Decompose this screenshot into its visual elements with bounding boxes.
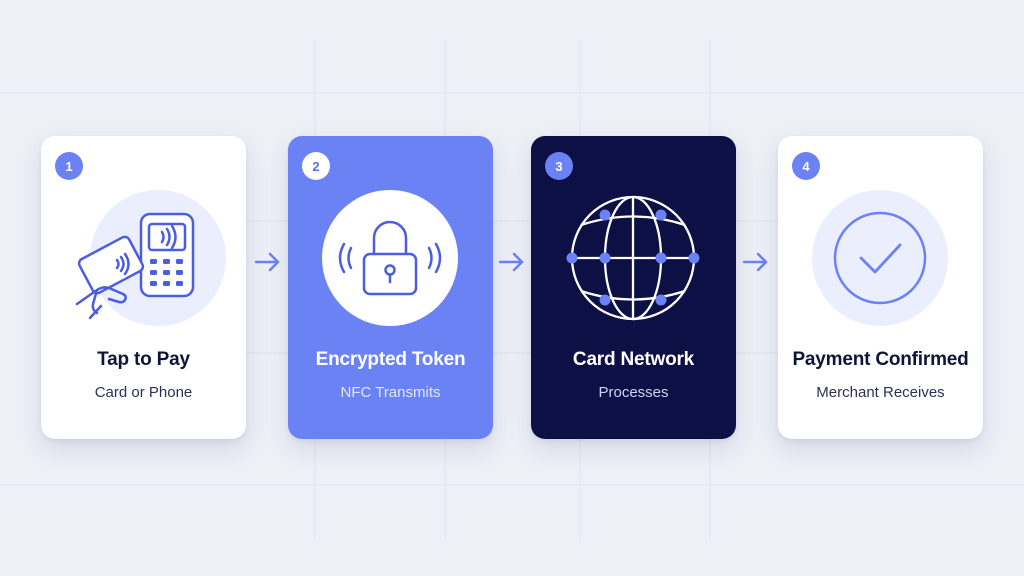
step-title: Encrypted Token <box>315 349 466 370</box>
step-number-badge: 4 <box>792 152 820 180</box>
step-title: Payment Confirmed <box>792 349 969 370</box>
step-subtitle: NFC Transmits <box>340 384 441 401</box>
step-card-encrypted-token: 2 Encrypted Token NFC Transmits <box>288 136 493 439</box>
step-number-badge: 2 <box>302 152 330 180</box>
step-number-badge: 3 <box>545 152 573 180</box>
step-number-badge: 1 <box>55 152 83 180</box>
arrow-right-icon <box>254 252 280 272</box>
arrow-right-icon <box>742 252 768 272</box>
arrow-right-icon <box>498 252 524 272</box>
checkmark-icon <box>812 190 948 326</box>
step-subtitle: Processes <box>598 384 669 401</box>
globe-network-icon <box>566 195 700 321</box>
card-tap-terminal-icon <box>75 190 226 326</box>
step-title: Card Network <box>572 349 695 370</box>
padlock-icon <box>322 190 458 326</box>
step-card-card-network: 3 Card Network Processes <box>531 136 736 439</box>
step-card-payment-confirmed: 4 Payment Confirmed Merchant Receives <box>778 136 983 439</box>
step-card-tap-to-pay: 1 <box>41 136 246 439</box>
step-title: Tap to Pay <box>97 349 190 370</box>
step-subtitle: Card or Phone <box>94 384 193 401</box>
step-subtitle: Merchant Receives <box>816 384 945 401</box>
